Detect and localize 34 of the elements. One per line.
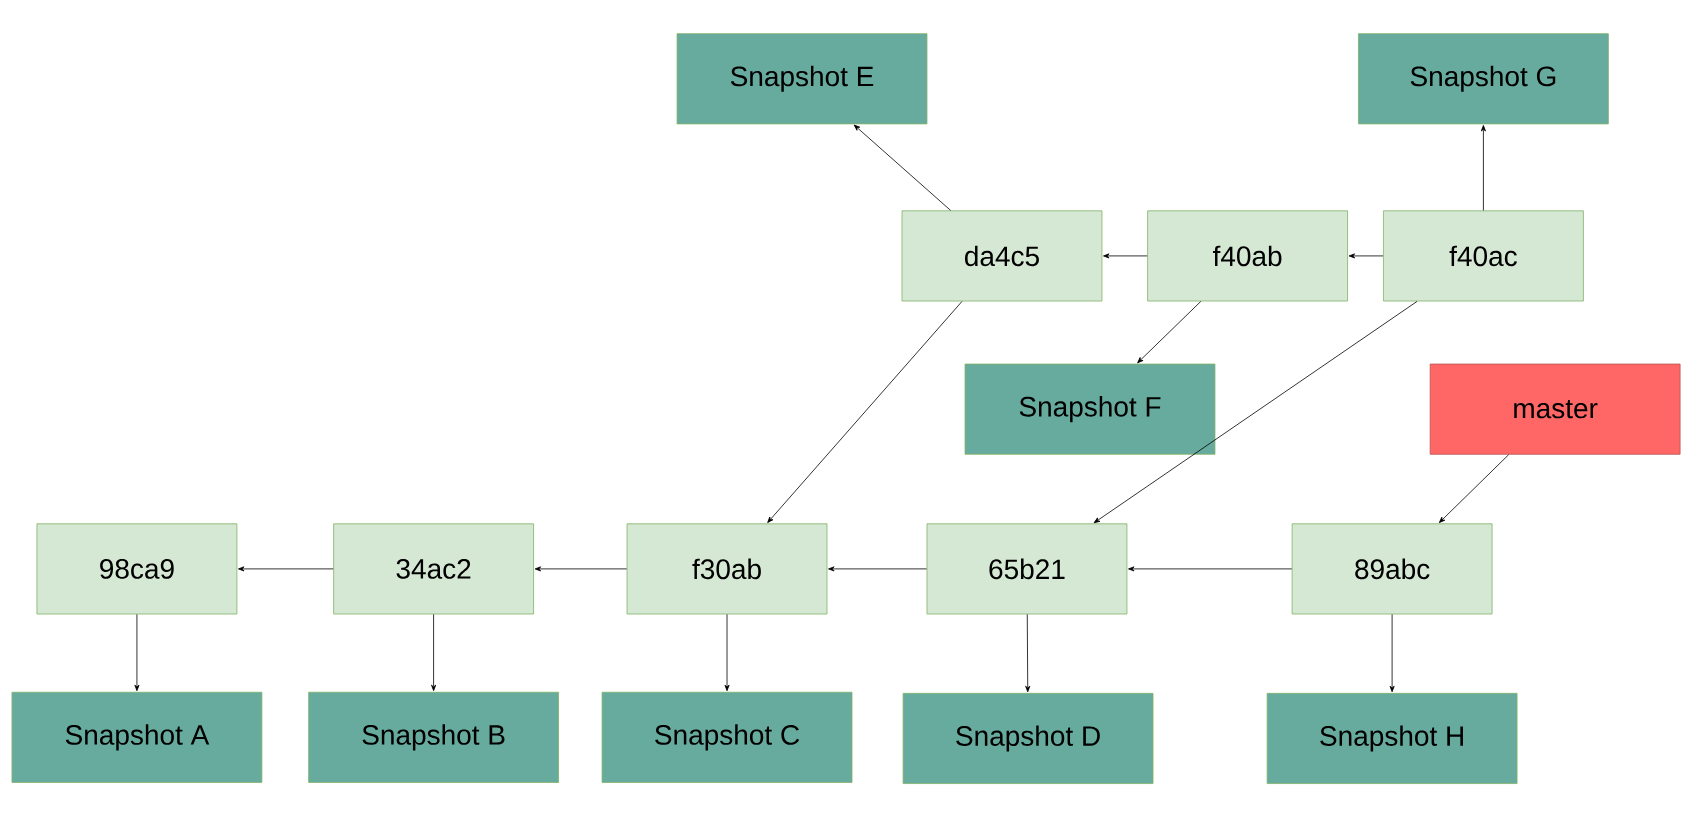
commit-box: f40ab bbox=[1147, 210, 1348, 302]
arrow bbox=[1438, 454, 1510, 524]
snapshot-box: Snapshot H bbox=[1266, 693, 1518, 784]
snapshot-box: Snapshot F bbox=[964, 363, 1216, 455]
snapshot-box: Snapshot E bbox=[676, 33, 928, 125]
arrow bbox=[1348, 253, 1384, 259]
arrow bbox=[853, 124, 951, 211]
arrow bbox=[238, 566, 334, 572]
arrow bbox=[431, 614, 437, 692]
arrow bbox=[767, 301, 963, 523]
arrow bbox=[134, 614, 140, 692]
arrow bbox=[1480, 125, 1486, 211]
branch-label-box: master bbox=[1429, 363, 1681, 455]
snapshot-box: Snapshot A bbox=[11, 691, 263, 783]
arrow bbox=[828, 566, 927, 572]
snapshot-box: Snapshot D bbox=[902, 693, 1154, 784]
commit-box: f40ac bbox=[1383, 210, 1584, 302]
arrow bbox=[1128, 566, 1293, 572]
arrow bbox=[1093, 301, 1418, 524]
arrow bbox=[1389, 614, 1395, 693]
commit-box: da4c5 bbox=[901, 210, 1103, 302]
commit-box: 65b21 bbox=[926, 523, 1128, 615]
snapshot-box: Snapshot B bbox=[308, 691, 559, 783]
snapshot-box: Snapshot C bbox=[601, 691, 853, 783]
snapshot-box: Snapshot G bbox=[1358, 33, 1609, 125]
arrow bbox=[1137, 301, 1202, 364]
commit-box: f30ab bbox=[626, 523, 828, 615]
commit-box: 89abc bbox=[1291, 523, 1493, 615]
arrow bbox=[724, 614, 730, 692]
arrow bbox=[1103, 253, 1148, 259]
commit-box: 34ac2 bbox=[333, 523, 534, 615]
arrow bbox=[1025, 614, 1031, 693]
arrow bbox=[534, 566, 628, 572]
commit-box: 98ca9 bbox=[36, 523, 238, 615]
